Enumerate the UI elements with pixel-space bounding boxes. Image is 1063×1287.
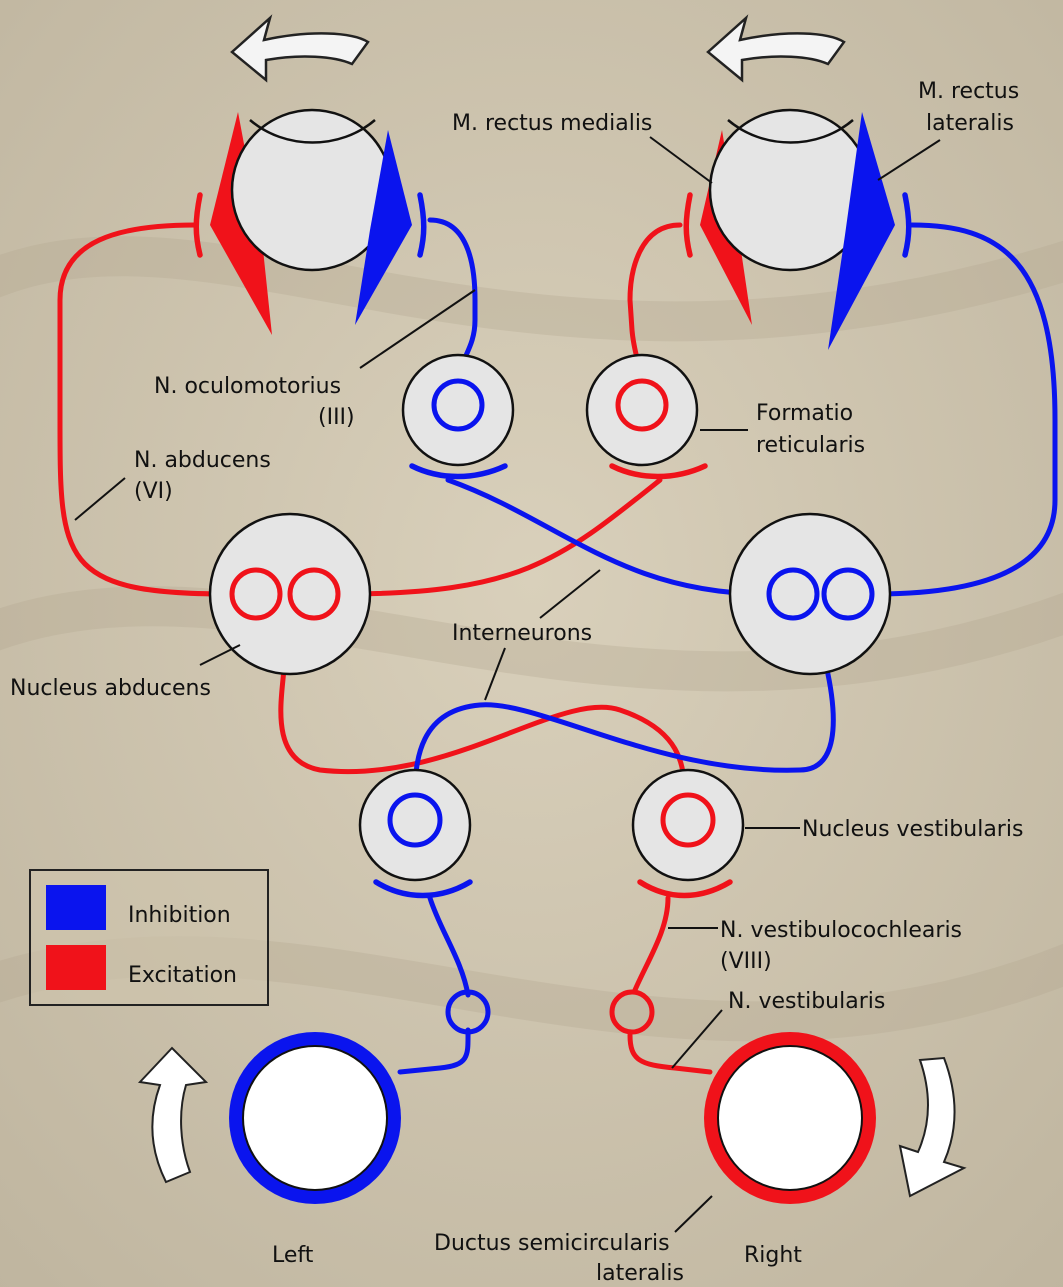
right-semicircular-canal (704, 1032, 876, 1204)
legend: Inhibition Excitation (30, 870, 268, 1005)
label-nucleus-abducens: Nucleus abducens (10, 676, 211, 701)
label-ductus-1: Ductus semicircularis (434, 1231, 670, 1256)
legend-inhibition-label: Inhibition (128, 903, 231, 928)
legend-excitation-label: Excitation (128, 963, 237, 988)
label-interneurons: Interneurons (452, 621, 592, 646)
label-n-vestibularis: N. vestibularis (728, 989, 885, 1014)
label-formatio-1: Formatio (756, 401, 853, 426)
legend-excitation-swatch (46, 945, 106, 990)
label-n-vestibulocochlearis-2: (VIII) (720, 949, 772, 974)
label-n-abducens-1: N. abducens (134, 448, 271, 473)
right-vestibular-nucleus (633, 770, 743, 880)
label-left: Left (272, 1243, 314, 1268)
left-vestibular-nucleus (360, 770, 470, 880)
label-n-oculomotorius-1: N. oculomotorius (154, 374, 341, 399)
label-n-oculomotorius-2: (III) (318, 405, 355, 430)
label-nucleus-vestibularis: Nucleus vestibularis (802, 817, 1023, 842)
right-abducens-nucleus (730, 514, 890, 674)
label-n-vestibulocochlearis-1: N. vestibulocochlearis (720, 918, 962, 943)
left-semicircular-canal (229, 1032, 401, 1204)
label-n-abducens-2: (VI) (134, 479, 173, 504)
label-right: Right (744, 1243, 802, 1268)
label-ductus-2: lateralis (596, 1261, 684, 1286)
right-reticular-nucleus (587, 355, 697, 465)
label-m-rectus-lateralis-2: lateralis (926, 111, 1014, 136)
label-formatio-2: reticularis (756, 433, 865, 458)
left-oculomotor-nucleus (403, 355, 513, 465)
label-m-rectus-medialis: M. rectus medialis (452, 111, 652, 136)
label-m-rectus-lateralis-1: M. rectus (918, 79, 1019, 104)
legend-inhibition-swatch (46, 885, 106, 930)
